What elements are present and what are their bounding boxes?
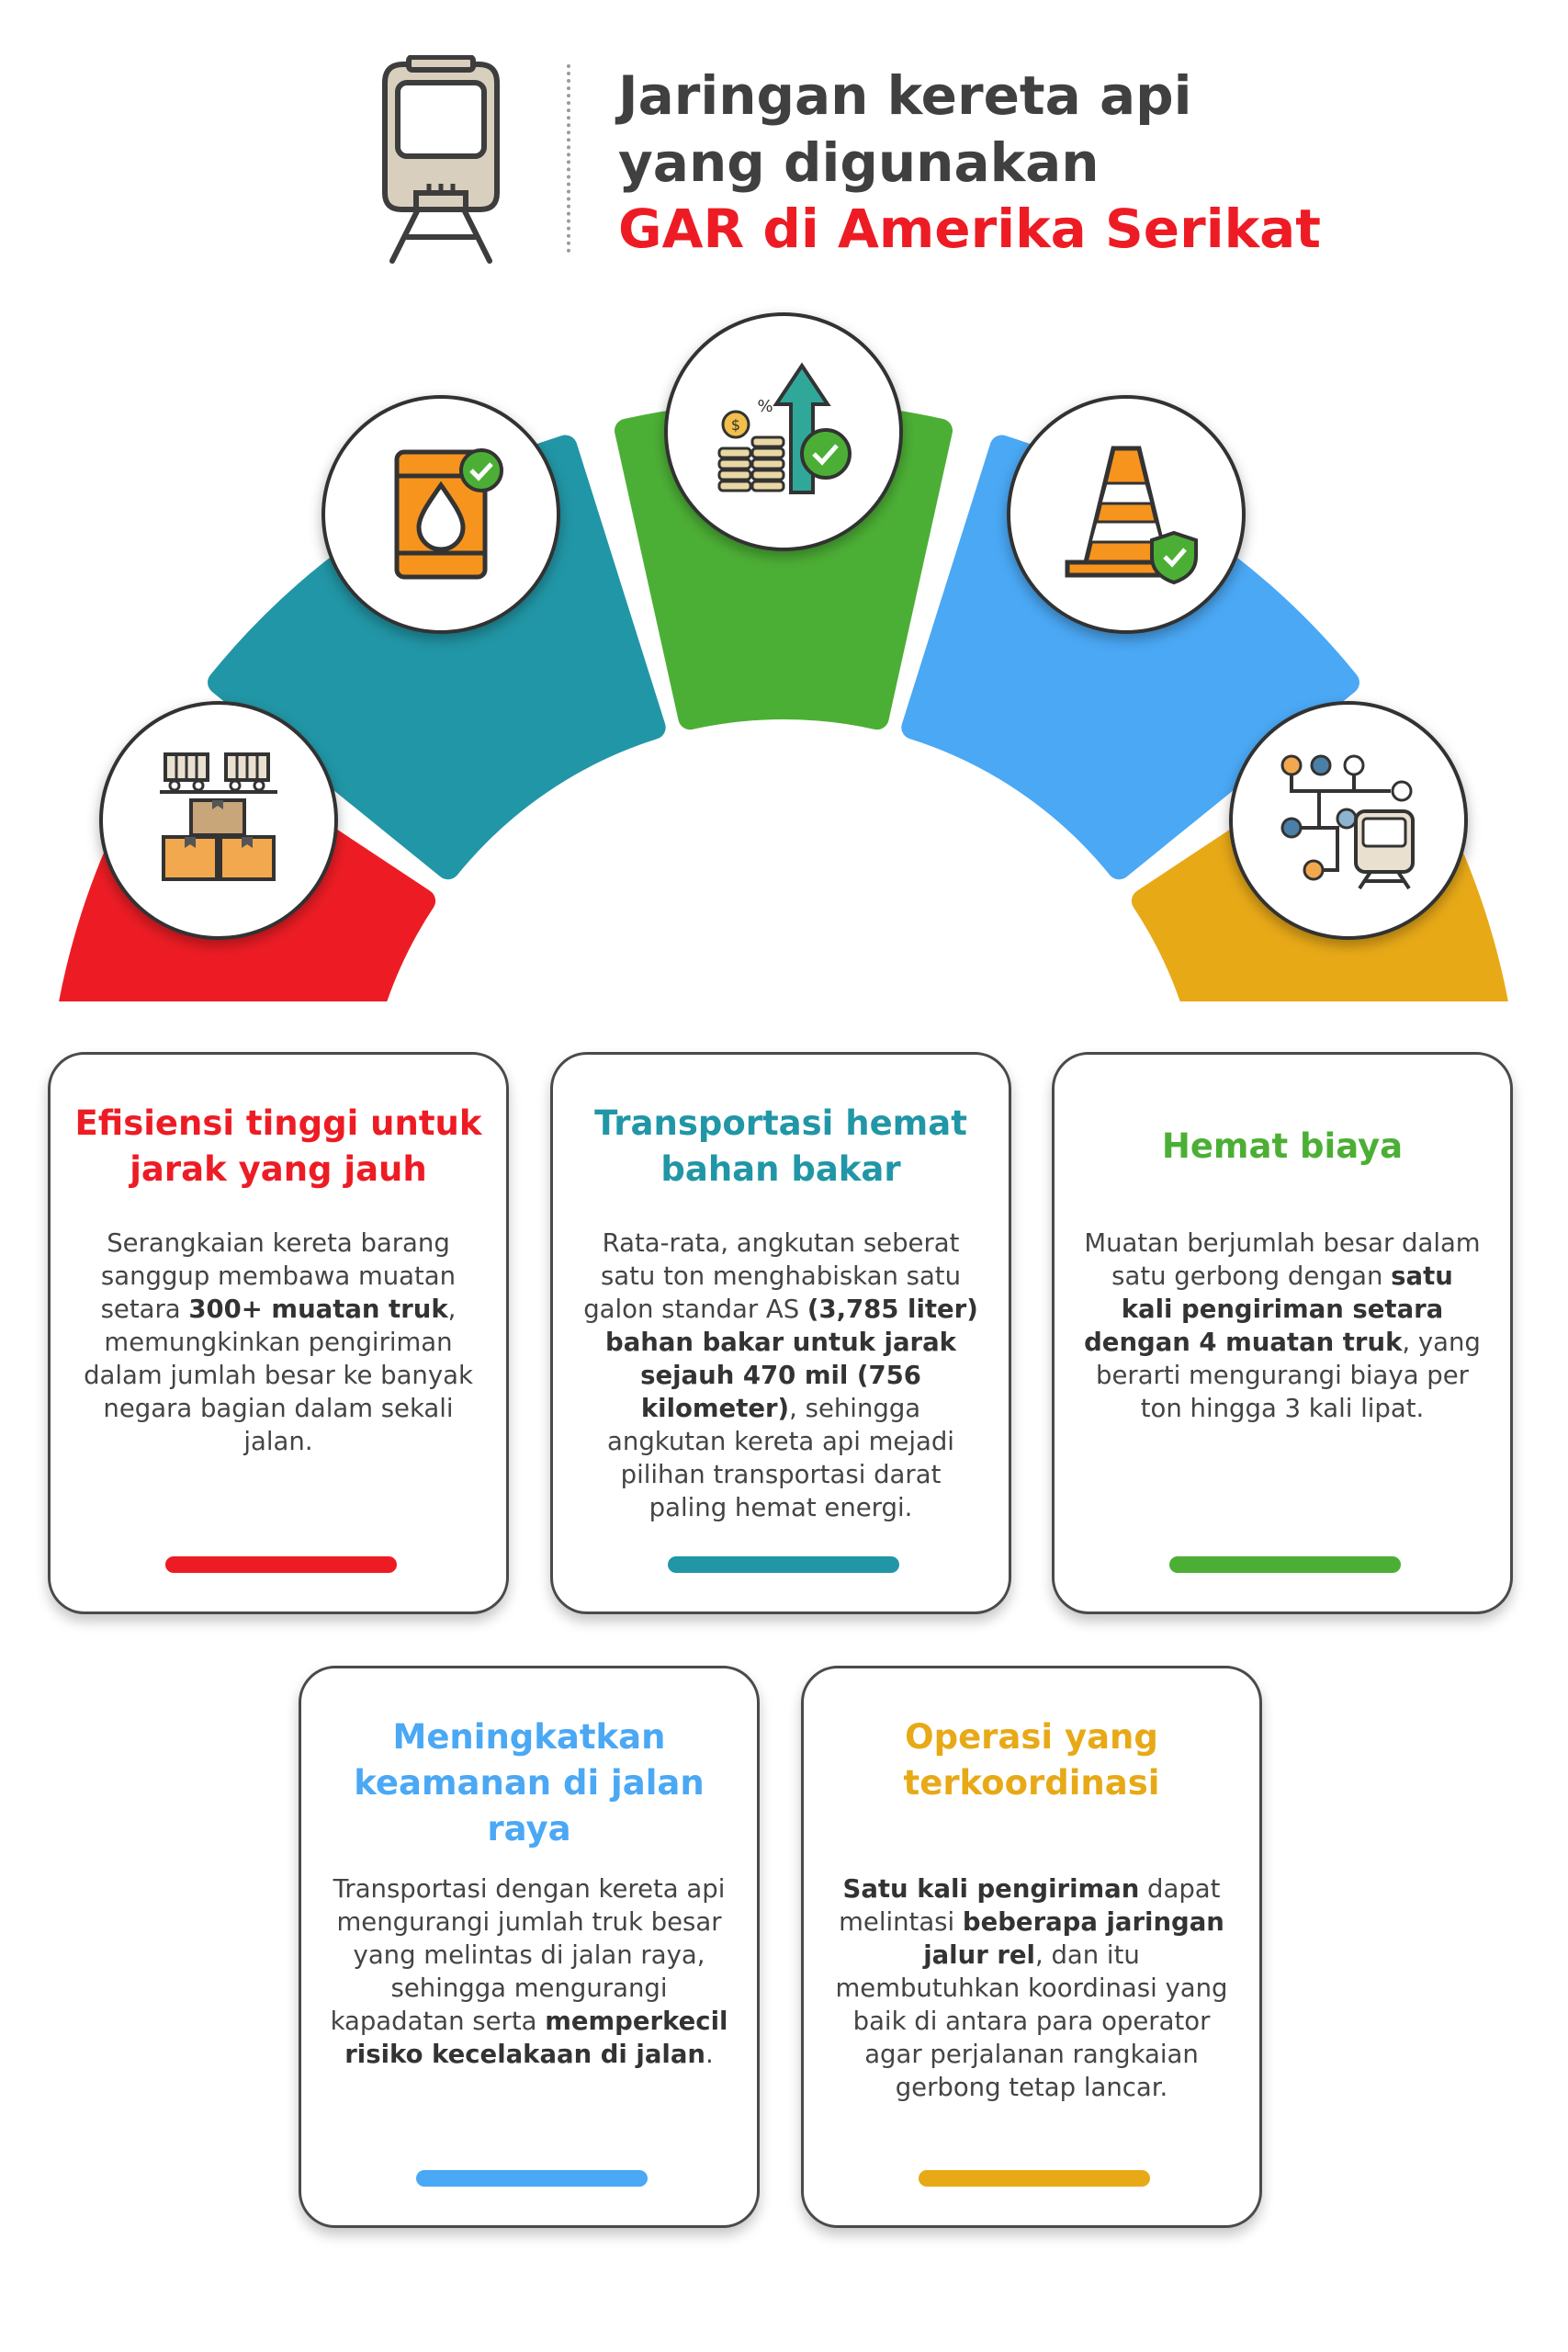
card-efficiency: Efisiensi tinggi untuk jarak yang jauh S… bbox=[48, 1052, 509, 1614]
fuel-barrel-icon bbox=[321, 395, 560, 634]
card-accent-bar bbox=[416, 2170, 648, 2187]
card-accent-bar bbox=[1169, 1556, 1401, 1573]
header-divider bbox=[567, 64, 570, 253]
card-accent-bar bbox=[165, 1556, 397, 1573]
cost-growth-icon: $ % bbox=[664, 312, 903, 551]
card-title: Transportasi hemat bahan bakar bbox=[594, 1103, 967, 1189]
title-line-1: Jaringan kereta api bbox=[618, 64, 1192, 127]
card-title: Meningkatkan keamanan di jalan raya bbox=[354, 1717, 705, 1849]
card-body: Satu kali pengiriman dapat melintasi beb… bbox=[835, 1874, 1228, 2102]
card-body: Serangkaian kereta barang sanggup membaw… bbox=[84, 1228, 473, 1456]
card-road-safety: Meningkatkan keamanan di jalan raya Tran… bbox=[299, 1666, 760, 2228]
header: Jaringan kereta api yang digunakan GAR d… bbox=[0, 0, 1568, 276]
card-accent-bar bbox=[668, 1556, 899, 1573]
title-line-3: GAR di Amerika Serikat bbox=[618, 198, 1322, 260]
svg-text:$: $ bbox=[731, 416, 740, 434]
safety-cone-icon bbox=[1007, 395, 1246, 634]
svg-text:%: % bbox=[757, 397, 773, 416]
card-accent-bar bbox=[919, 2170, 1150, 2187]
icon-circle bbox=[664, 312, 903, 551]
card-title: Hemat biaya bbox=[1161, 1126, 1404, 1166]
title-line-2: yang digunakan bbox=[618, 131, 1100, 194]
card-fuel-efficiency: Transportasi hemat bahan bakar Rata-rata… bbox=[550, 1052, 1011, 1614]
card-body: Rata-rata, angkutan seberat satu ton men… bbox=[583, 1228, 978, 1522]
card-cost-saving: Hemat biaya Muatan berjumlah besar dalam… bbox=[1052, 1052, 1513, 1614]
freight-boxes-icon bbox=[99, 701, 338, 940]
card-title: Operasi yang terkoordinasi bbox=[903, 1717, 1160, 1803]
card-title: Efisiensi tinggi untuk jarak yang jauh bbox=[74, 1103, 482, 1189]
benefits-arc: $ % bbox=[59, 312, 1508, 1001]
train-front-icon bbox=[382, 55, 500, 264]
card-body: Muatan berjumlah besar dalam satu gerbon… bbox=[1084, 1228, 1481, 1423]
card-coordinated-operations: Operasi yang terkoordinasi Satu kali pen… bbox=[801, 1666, 1262, 2228]
card-body: Transportasi dengan kereta api mengurang… bbox=[330, 1874, 728, 2069]
rail-network-icon bbox=[1229, 701, 1468, 940]
